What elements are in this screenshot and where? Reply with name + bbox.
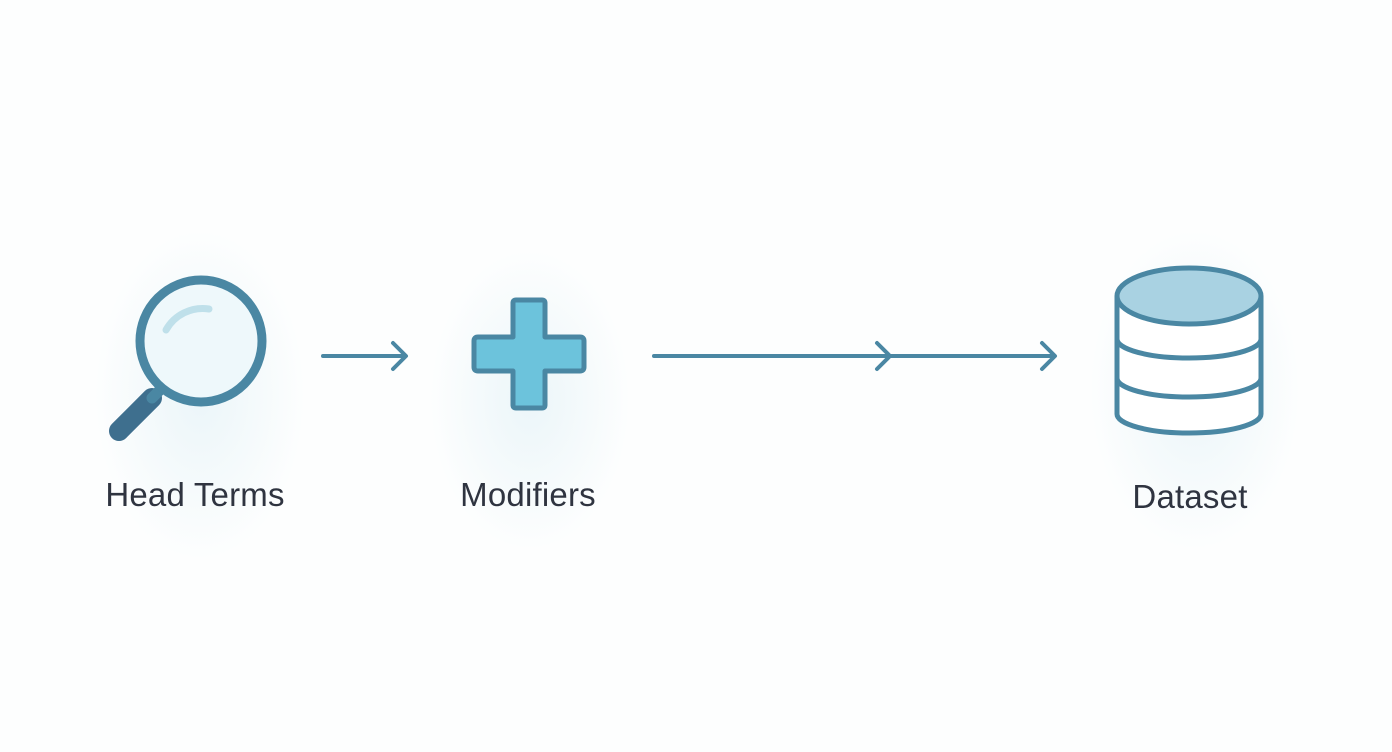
database-top xyxy=(1114,265,1264,327)
dataset-label: Dataset xyxy=(1132,478,1248,515)
plus-icon xyxy=(471,297,587,411)
head-terms-label: Head Terms xyxy=(105,476,285,513)
magnifier-lens xyxy=(135,275,267,407)
magnifier-icon xyxy=(109,275,267,441)
arrow-head xyxy=(1040,341,1057,371)
arrow-modifiers-to-dataset xyxy=(652,341,1057,371)
arrow-head-terms-to-modifiers xyxy=(321,341,408,371)
lens-highlight xyxy=(162,305,213,334)
modifiers-label: Modifiers xyxy=(460,476,596,513)
magnifier-handle xyxy=(109,388,162,441)
database-icon xyxy=(1114,265,1264,436)
mid-chevron xyxy=(875,341,892,371)
